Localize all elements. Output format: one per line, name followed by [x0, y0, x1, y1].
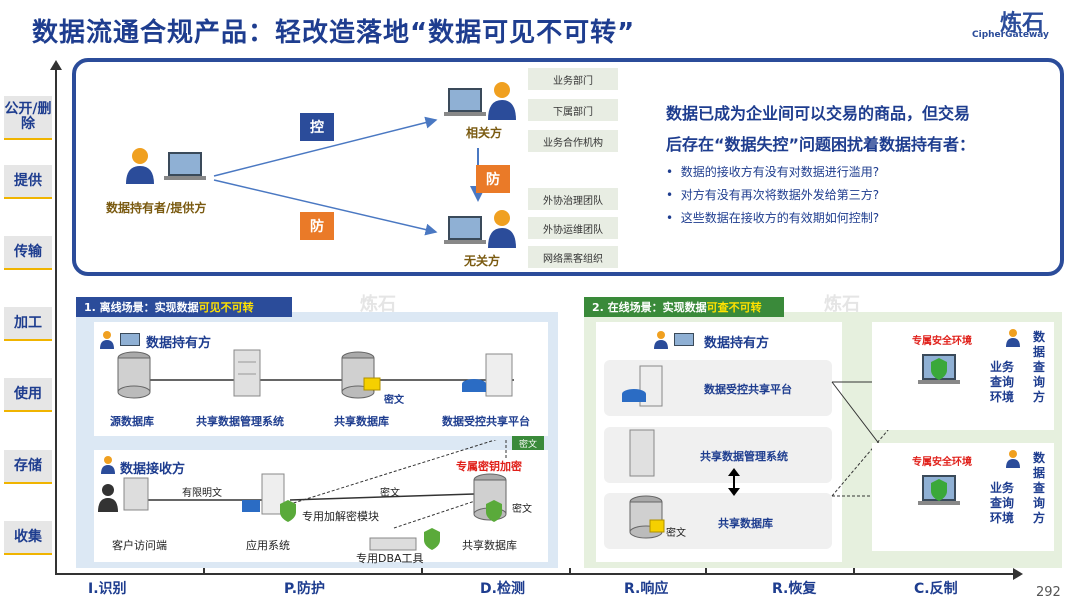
stage-recover: R.恢复	[772, 581, 817, 597]
online-platform-label: 数据受控共享平台	[704, 383, 792, 396]
protect-tag-middle: 防	[476, 165, 510, 193]
axis-tick	[853, 568, 855, 574]
online-ribbon: 2. 在线场景：实现数据可查不可转	[584, 297, 784, 317]
horizontal-axis-arrow	[1013, 568, 1023, 580]
secure-laptop-icon-1	[918, 354, 960, 384]
offline-ribbon: 1. 离线场景：实现数据可见不可转	[76, 297, 292, 317]
vertical-axis-arrow	[50, 60, 62, 70]
watermark: 炼石	[360, 294, 396, 315]
axis-tick	[203, 568, 205, 574]
stage-collect: 收集	[4, 521, 52, 555]
unrelated-party-label: 无关方	[464, 254, 501, 268]
exclusive-key-label: 专属密钥加密	[456, 460, 522, 473]
data-loss-control-panel	[72, 58, 1064, 276]
axis-tick	[569, 568, 571, 574]
stage-identify: I.识别	[88, 581, 127, 597]
online-db-label: 共享数据库	[718, 517, 773, 530]
horizontal-axis	[55, 573, 1015, 575]
env-text-1: 业务查询环境	[989, 360, 1014, 404]
receiver-small-icon	[101, 456, 115, 474]
problem-headline-line1: 数据已成为企业间可以交易的商品，但交易	[666, 104, 971, 123]
protect-tag-lower: 防	[300, 212, 334, 240]
related-party-label: 相关方	[466, 126, 503, 140]
query-env-card-2	[872, 443, 1054, 551]
stage-respond: R.响应	[624, 581, 669, 597]
stage-store: 存储	[4, 450, 52, 484]
node-controlled-platform: 数据受控共享平台	[442, 415, 530, 428]
online-cipher-label: 密文	[666, 528, 686, 539]
offline-receiver-card	[94, 450, 548, 562]
related-party-icon	[444, 82, 516, 120]
unrelated-item: 网络黑客组织	[528, 246, 618, 268]
query-person-icon-2	[1006, 450, 1020, 468]
logo-text-en: CipherGateway	[972, 30, 1049, 40]
offline-holder-flow	[117, 349, 514, 399]
cipher-label-2: 密文	[380, 488, 400, 499]
page-number: 292	[1036, 585, 1061, 600]
stage-protect: P.防护	[284, 581, 326, 597]
page-title: 数据流通合规产品：轻改造落地“数据可见不可转”	[32, 18, 636, 48]
cipher-tag: 密文	[512, 436, 544, 450]
related-item: 下属部门	[528, 99, 618, 121]
app-system-label: 应用系统	[246, 539, 290, 552]
logo-text-cn: 炼石	[1000, 11, 1045, 36]
stage-use: 使用	[4, 378, 52, 412]
env-label-2: 专属安全环境	[912, 457, 972, 468]
stage-detect: D.检测	[480, 581, 525, 597]
query-party-1: 数据查询方	[1032, 330, 1045, 404]
crypto-module-label: 专用加解密模块	[302, 510, 379, 523]
holder-person-laptop-icon	[126, 148, 206, 184]
offline-receiver-title: 数据接收方	[120, 462, 186, 477]
client-label: 客户访问端	[112, 539, 167, 552]
holder-small-icon	[100, 331, 140, 349]
stage-provide: 提供	[4, 165, 52, 199]
cipher-label-3: 密文	[512, 504, 532, 515]
stage-transfer: 传输	[4, 236, 52, 270]
problem-bullet: • 这些数据在接收方的有效期如何控制?	[666, 211, 880, 225]
watermark: 炼石	[824, 294, 860, 315]
offline-holder-title: 数据持有方	[146, 336, 212, 351]
axis-tick	[421, 568, 423, 574]
control-tag: 控	[300, 113, 334, 141]
stage-process: 加工	[4, 307, 52, 341]
unrelated-party-icon	[444, 210, 516, 248]
online-holder-icon	[654, 331, 694, 349]
dba-tool-label: 专用DBA工具	[356, 552, 424, 565]
related-item: 业务合作机构	[528, 130, 618, 152]
node-shared-db: 共享数据库	[334, 415, 389, 428]
offline-receiver-flow	[98, 440, 507, 551]
vertical-axis	[55, 68, 57, 574]
query-person-icon-1	[1006, 329, 1020, 347]
limited-plain-label: 有限明文	[182, 488, 222, 499]
unrelated-item: 外协运维团队	[528, 217, 618, 239]
holder-label: 数据持有者/提供方	[106, 201, 207, 215]
node-shared-mgmt: 共享数据管理系统	[196, 415, 284, 428]
axis-tick	[705, 568, 707, 574]
stage-public-delete: 公开/删除	[4, 96, 52, 140]
env-text-2: 业务查询环境	[989, 481, 1014, 525]
source-db-icon	[117, 351, 151, 399]
unrelated-item: 外协治理团队	[528, 188, 618, 210]
query-env-card-1	[872, 322, 1054, 430]
problem-headline-line2: 后存在“数据失控”问题困扰着数据持有者：	[666, 135, 976, 154]
env-label-1: 专属安全环境	[912, 336, 972, 347]
offline-holder-card	[94, 322, 548, 436]
problem-bullet: • 对方有没有再次将数据外发给第三方?	[666, 188, 880, 202]
stage-counter: C.反制	[914, 581, 958, 597]
related-item: 业务部门	[528, 68, 618, 90]
receiver-db-label: 共享数据库	[462, 539, 517, 552]
online-mgmt-label: 共享数据管理系统	[700, 450, 788, 463]
online-holder-title: 数据持有方	[704, 336, 770, 351]
secure-laptop-icon-2	[918, 475, 960, 505]
problem-bullet: • 数据的接收方有没有对数据进行滥用?	[666, 165, 880, 179]
node-source-db: 源数据库	[110, 415, 154, 428]
offline-cipher-label: 密文	[384, 395, 404, 406]
query-party-2: 数据查询方	[1032, 451, 1045, 525]
